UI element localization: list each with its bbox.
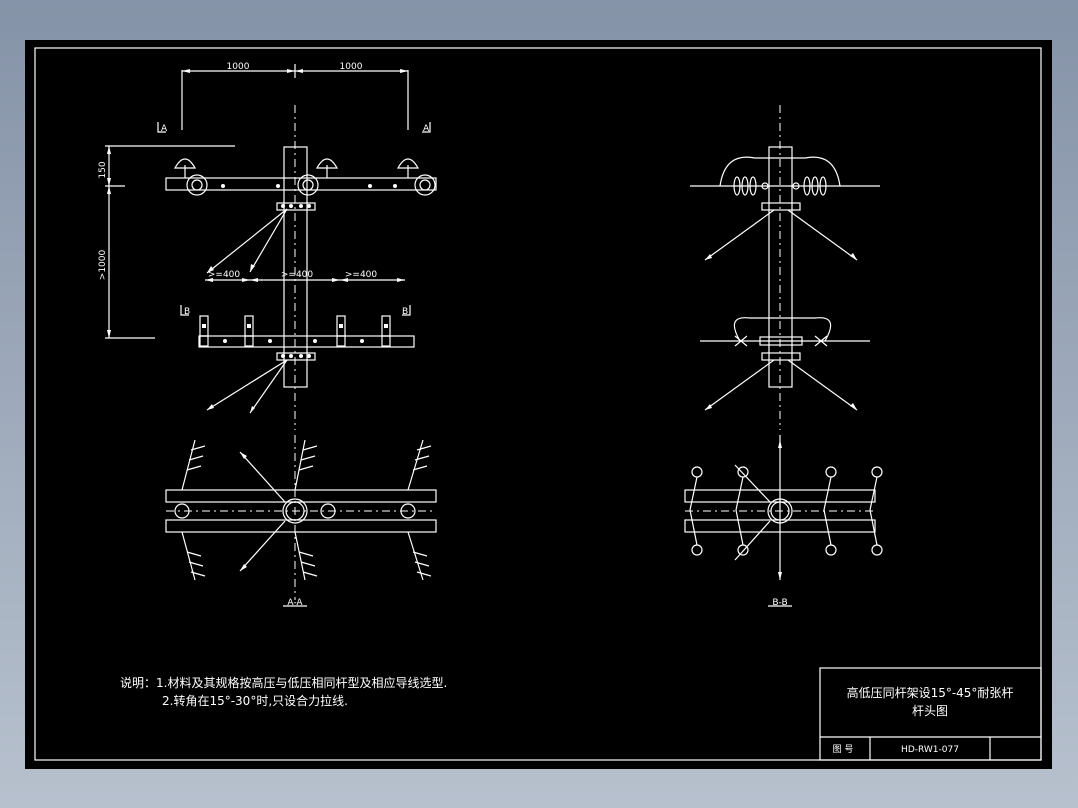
title-line-1: 高低压同杆架设15°-45°耐张杆	[847, 685, 1014, 700]
section-mark-a-left: A	[161, 124, 168, 134]
hv-insulator-center	[297, 158, 339, 196]
dim-height-150: 150	[98, 161, 108, 178]
guy-wire-lower-1	[206, 359, 288, 411]
lv-insulators	[199, 315, 391, 347]
side-pole	[768, 146, 793, 388]
title-block: 高低压同杆架设15°-45°耐张杆 杆头图 图 号 HD-RW1-077	[819, 667, 1042, 761]
aa-crossarm-back	[165, 519, 437, 533]
guy-wire-lower-2	[249, 359, 288, 414]
side-guy-upper-1	[704, 209, 775, 261]
upper-strain-insulators	[733, 176, 827, 196]
section-aa-plan: A-A	[165, 435, 437, 608]
pole	[283, 146, 308, 388]
section-bb-label: B-B	[772, 598, 787, 608]
lower-crossarm	[198, 335, 415, 348]
upper-jumper	[719, 156, 841, 187]
section-mark-b-right: B	[402, 307, 408, 317]
title-line-2: 杆头图	[912, 704, 948, 718]
aa-crossarm-front	[165, 489, 437, 503]
side-elevation-view	[690, 105, 880, 430]
note-line-1: 说明：1.材料及其规格按高压与低压相同杆型及相应导线选型.	[120, 675, 447, 690]
drawing-no-label: 图 号	[833, 744, 854, 755]
section-mark-b-left: B	[184, 307, 190, 317]
aa-pole-section	[282, 498, 308, 524]
section-bb-plan: B-B	[684, 435, 883, 608]
upper-pole-clamp	[276, 202, 316, 211]
note-line-2: 2.转角在15°-30°时,只设合力拉线.	[162, 693, 348, 708]
bb-pole-section	[767, 498, 793, 524]
side-guy-lower-1	[704, 359, 775, 411]
lower-jumper	[733, 317, 832, 342]
bb-insulators	[689, 466, 883, 556]
section-aa-label: A-A	[287, 598, 303, 608]
guy-wire-upper-2	[249, 208, 288, 273]
dim-height-1000: >1000	[98, 250, 108, 281]
dim-spacing-1: >=400	[208, 270, 241, 280]
dim-span-right: 1000	[340, 62, 363, 72]
side-guy-lower-2	[787, 359, 858, 411]
lower-pole-clamp	[276, 352, 316, 361]
dim-span-left: 1000	[227, 62, 250, 72]
hv-insulator-left	[173, 158, 208, 196]
dim-spacing-2: >=400	[281, 270, 314, 280]
dim-spacing-3: >=400	[345, 270, 378, 280]
hv-insulator-right	[396, 158, 436, 196]
lower-strain-insulators	[734, 335, 828, 347]
drawing-border	[34, 47, 1042, 761]
cad-drawing: 1000 1000 A A 150 >1000	[34, 47, 1042, 761]
side-guy-upper-2	[787, 209, 858, 261]
section-mark-a-right: A	[423, 124, 430, 134]
front-elevation-view: 1000 1000 A A 150 >1000	[98, 62, 437, 430]
guy-wire-upper-1	[206, 208, 288, 274]
aa-insulators	[181, 439, 432, 581]
drawing-no: HD-RW1-077	[901, 745, 959, 755]
drawing-sheet: 1000 1000 A A 150 >1000	[25, 40, 1052, 769]
